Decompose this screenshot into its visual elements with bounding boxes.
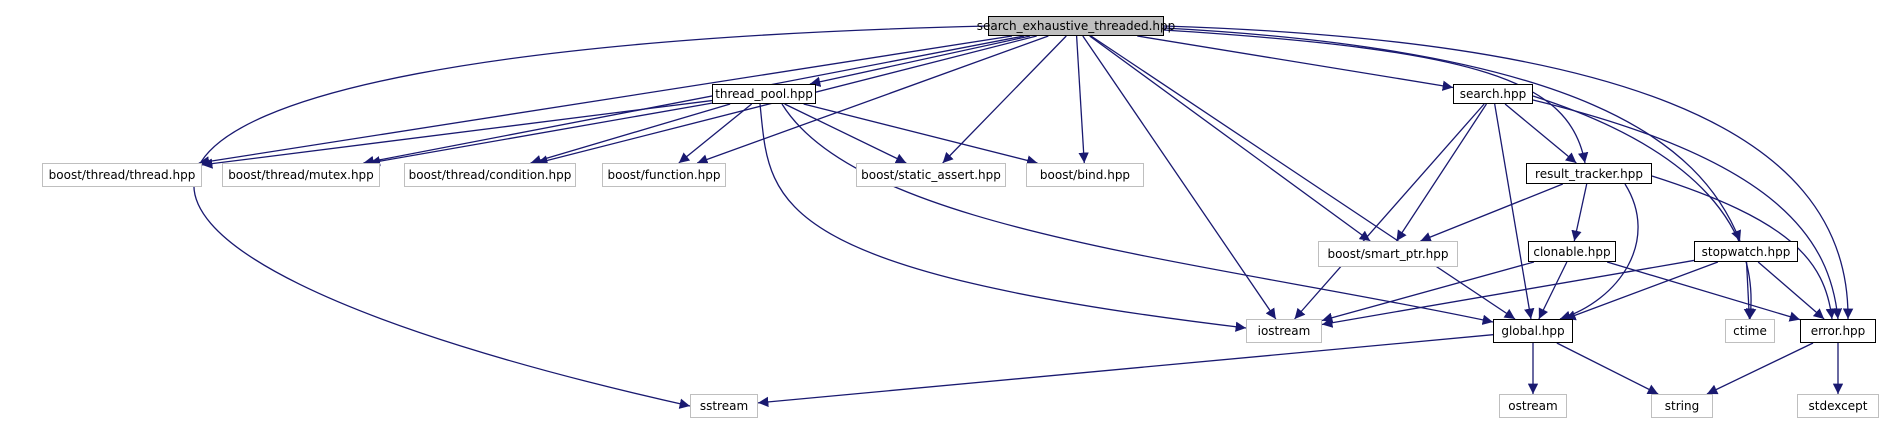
node-global[interactable]: global.hpp: [1493, 319, 1573, 343]
edge-root-to-b_bind: [1075, 35, 1089, 164]
node-root[interactable]: search_exhaustive_threaded.hpp: [977, 16, 1175, 36]
edge-search-to-iostream: [1294, 103, 1485, 320]
edge-root-to-b_mutex: [363, 35, 1025, 167]
edge-root-to-stopwatch: [1163, 27, 1741, 242]
edge-root-to-error: [1163, 25, 1854, 320]
edge-stopwatch-to-global: [1564, 261, 1719, 321]
edge-clonable-to-global: [1538, 261, 1568, 320]
edge-search-to-result_tracker: [1504, 103, 1577, 164]
node-search[interactable]: search.hpp: [1453, 84, 1533, 104]
node-sstream: sstream: [690, 394, 758, 418]
edge-root-to-b_smart_ptr: [1089, 35, 1371, 242]
node-b-function: boost/function.hpp: [602, 163, 726, 187]
edge-root-to-global: [1090, 35, 1516, 320]
edge-thread_pool-to-iostream: [759, 103, 1247, 332]
edge-search-to-ctime: [1532, 95, 1757, 320]
node-thread-pool[interactable]: thread_pool.hpp: [712, 84, 816, 104]
node-clonable[interactable]: clonable.hpp: [1528, 241, 1616, 262]
node-stdexcept: stdexcept: [1797, 394, 1879, 418]
edge-search-to-global: [1494, 103, 1535, 320]
edge-root-to-iostream: [1082, 35, 1277, 320]
edge-stopwatch-to-iostream: [1321, 259, 1695, 328]
edge-search-to-error: [1532, 99, 1843, 320]
edge-stopwatch-to-error: [1757, 261, 1825, 320]
edge-root-to-sstream: [193, 25, 989, 409]
edge-thread_pool-to-b_thread: [201, 99, 713, 169]
edge-root-to-b_function: [696, 35, 1049, 165]
node-stopwatch[interactable]: stopwatch.hpp: [1694, 241, 1798, 262]
edge-root-to-b_static_assert: [942, 35, 1067, 164]
node-string: string: [1651, 394, 1713, 418]
edge-thread_pool-to-b_function: [678, 103, 753, 164]
edge-layer: [193, 25, 1854, 409]
node-b-smart-ptr: boost/smart_ptr.hpp: [1318, 241, 1458, 267]
edge-root-to-thread_pool: [809, 35, 1031, 87]
edge-thread_pool-to-b_condition: [530, 103, 731, 166]
edge-global-to-string: [1556, 342, 1659, 395]
edge-thread_pool-to-b_mutex: [369, 102, 713, 167]
edge-result_tracker-to-global: [1559, 183, 1639, 321]
edge-thread_pool-to-b_bind: [803, 103, 1038, 166]
node-b-condition: boost/thread/condition.hpp: [404, 163, 576, 187]
edge-clonable-to-iostream: [1321, 261, 1535, 323]
node-b-bind: boost/bind.hpp: [1026, 163, 1144, 187]
edge-stopwatch-to-ctime: [1743, 261, 1755, 320]
edge-global-to-sstream: [757, 334, 1494, 408]
edge-search-to-b_smart_ptr: [1395, 103, 1487, 242]
node-b-thread: boost/thread/thread.hpp: [42, 163, 202, 187]
node-ctime: ctime: [1725, 319, 1775, 343]
node-error[interactable]: error.hpp: [1800, 319, 1876, 343]
edge-result_tracker-to-b_smart_ptr: [1420, 183, 1564, 242]
edge-root-to-result_tracker: [1163, 29, 1589, 164]
edge-clonable-to-error: [1606, 261, 1801, 322]
node-result-tracker[interactable]: result_tracker.hpp: [1526, 163, 1652, 184]
edge-root-to-b_thread: [198, 35, 1013, 167]
node-b-mutex: boost/thread/mutex.hpp: [222, 163, 380, 187]
edge-result_tracker-to-clonable: [1571, 183, 1588, 242]
node-iostream: iostream: [1246, 319, 1322, 343]
edge-thread_pool-to-b_static_assert: [784, 103, 907, 164]
edge-thread_pool-to-global: [781, 103, 1494, 325]
edge-root-to-search: [1137, 35, 1454, 91]
node-b-static-assert: boost/static_assert.hpp: [856, 163, 1006, 187]
edge-error-to-string: [1706, 342, 1814, 395]
node-ostream: ostream: [1499, 394, 1567, 418]
